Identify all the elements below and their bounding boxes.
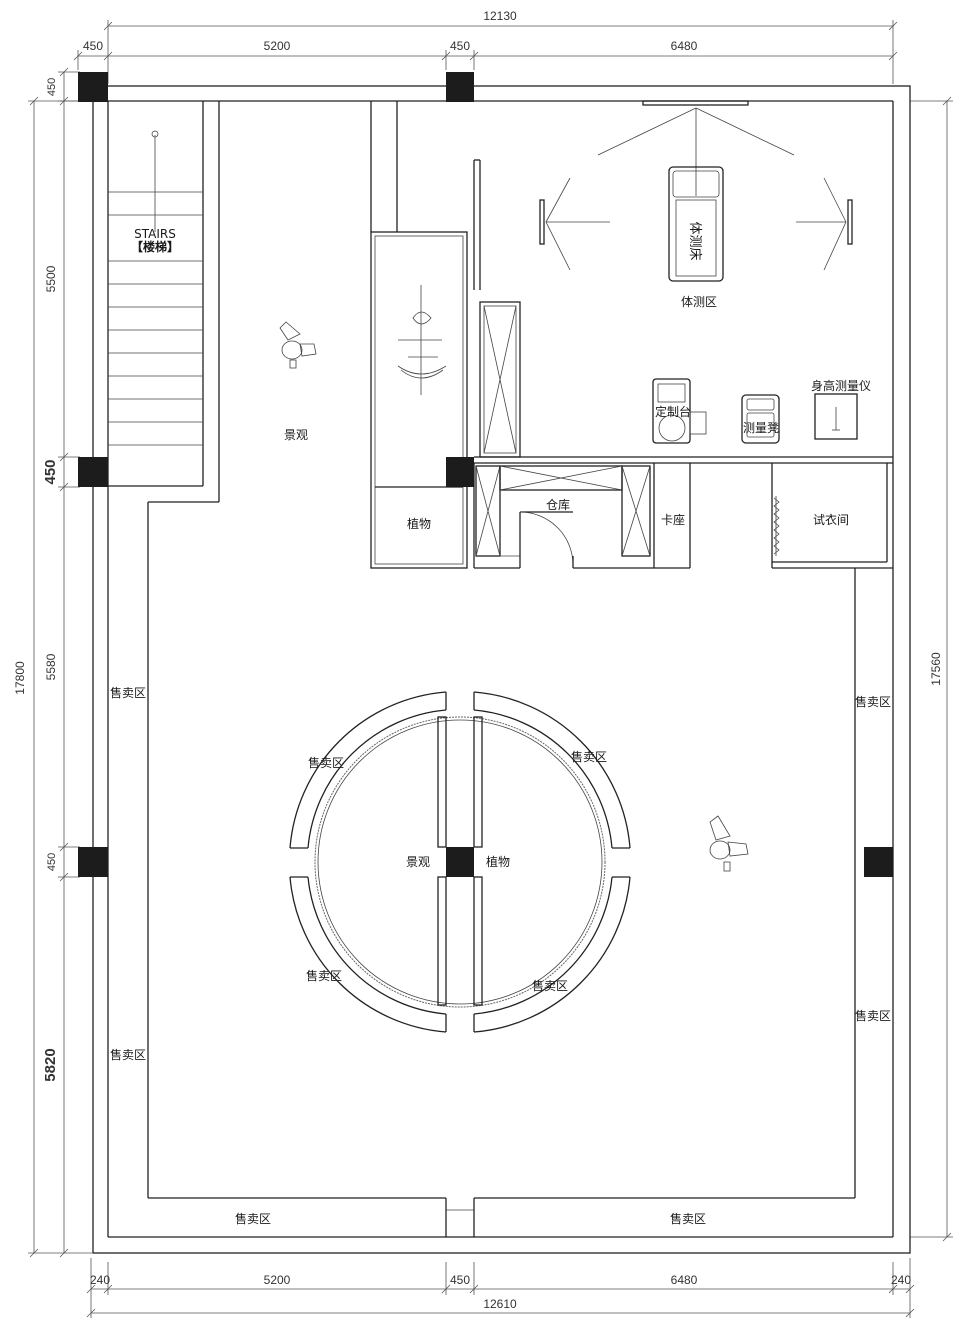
- staircase: STAIRS 【楼梯】: [108, 130, 203, 446]
- body-test-area: [539, 100, 853, 282]
- dim-bottom-seg-4: 6480: [671, 1273, 698, 1287]
- dim-bottom-seg-1: 240: [90, 1273, 110, 1287]
- label-sales-ring-sw: 售卖区: [306, 968, 342, 983]
- dimension-labels: 12130 450 5200 450 6480 240 5200 450 648…: [13, 9, 943, 1311]
- stairs-label-en: STAIRS: [134, 227, 176, 241]
- dimension-lines: [28, 20, 953, 1318]
- dim-left-seg-4: 5580: [44, 653, 58, 680]
- curtain-icon: [773, 496, 780, 556]
- label-height-meter: 身高测量仪: [811, 378, 871, 393]
- label-landscape-top: 景观: [284, 428, 308, 442]
- round-display: [289, 691, 631, 1033]
- label-sales-left-upper: 售卖区: [110, 685, 146, 700]
- label-sales-left-lower: 售卖区: [110, 1047, 146, 1062]
- outer-wall: [92, 85, 911, 1254]
- dim-bottom-seg-5: 240: [891, 1273, 911, 1287]
- sculpture-symbol: [397, 285, 447, 395]
- height-meter: [814, 393, 858, 440]
- dim-top-seg-2: 5200: [264, 39, 291, 53]
- label-sales-ring-ne: 售卖区: [571, 749, 607, 764]
- column: [78, 457, 108, 487]
- dim-top-seg-1: 450: [83, 39, 103, 53]
- dim-right-total: 17560: [929, 652, 943, 686]
- label-sales-ring-se: 售卖区: [532, 978, 568, 993]
- walls: [92, 85, 911, 1254]
- column: [446, 72, 474, 102]
- label-sales-ring-nw: 售卖区: [308, 755, 344, 770]
- dim-left-seg-3: 450: [42, 459, 59, 484]
- label-body-test-area: 体测区: [681, 295, 717, 309]
- label-warehouse: 仓库: [546, 497, 570, 512]
- body-test-bed: [668, 166, 724, 282]
- structural-columns: [78, 72, 893, 877]
- column: [446, 457, 474, 487]
- dim-left-seg-6: 5820: [42, 1048, 59, 1081]
- label-booth: 卡座: [661, 512, 685, 527]
- label-sales-right-upper: 售卖区: [855, 694, 891, 709]
- column: [78, 847, 108, 877]
- label-plant-cabinet: 植物: [407, 516, 431, 531]
- label-sales-bottom-left: 售卖区: [235, 1211, 271, 1226]
- dim-top-seg-4: 6480: [671, 39, 698, 53]
- dim-left-seg-2: 5500: [44, 265, 58, 292]
- column: [78, 72, 108, 102]
- label-custom-desk: 定制台: [655, 404, 691, 419]
- dim-top-seg-3: 450: [450, 39, 470, 53]
- dim-bottom-seg-2: 5200: [264, 1273, 291, 1287]
- person-figure-icon: [709, 815, 749, 872]
- label-sales-right-lower: 售卖区: [855, 1008, 891, 1023]
- label-fitting-room: 试衣间: [813, 512, 849, 527]
- dim-bottom-total: 12610: [483, 1297, 517, 1311]
- person-figure-icon: [279, 321, 317, 369]
- dim-left-total: 17800: [13, 661, 27, 695]
- column: [864, 847, 893, 877]
- label-landscape-center: 景观: [406, 855, 430, 869]
- custom-desk: [652, 378, 707, 444]
- tall-cabinet: [479, 301, 521, 458]
- label-body-test-bed: 体测床: [687, 221, 702, 260]
- dim-left-seg-5: 450: [46, 853, 58, 871]
- display-cabinet: [370, 231, 468, 569]
- measure-stool: [741, 394, 780, 444]
- dim-left-seg-1: 450: [46, 78, 58, 96]
- dim-bottom-seg-3: 450: [450, 1273, 470, 1287]
- label-measure-stool: 测量凳: [743, 420, 779, 435]
- column: [446, 847, 474, 877]
- label-sales-bottom-right: 售卖区: [670, 1211, 706, 1226]
- label-plant-center: 植物: [486, 854, 510, 869]
- dim-top-total: 12130: [483, 9, 517, 23]
- warehouse-shelves: [475, 465, 651, 568]
- stairs-label-cn: 【楼梯】: [131, 239, 179, 254]
